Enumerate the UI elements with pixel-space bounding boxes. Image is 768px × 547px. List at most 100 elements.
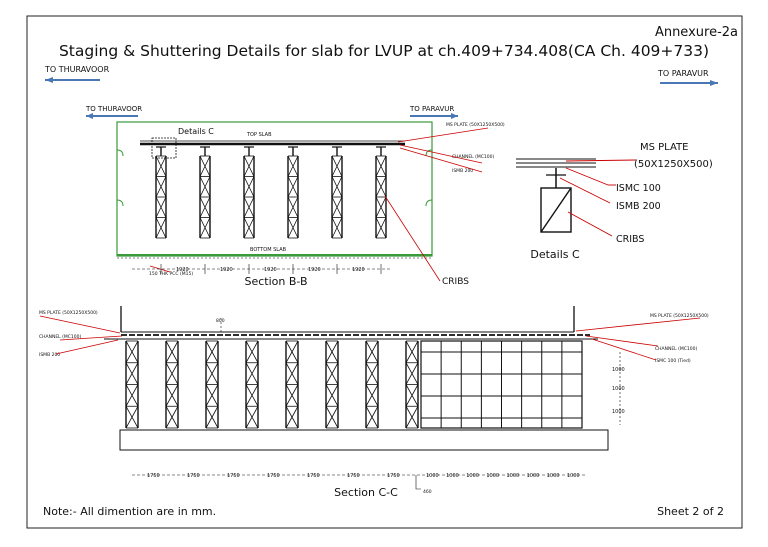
cc-top-dim: 800 [216, 318, 225, 324]
bb-ms-plate-leader [397, 127, 489, 143]
dc-ms-plate-size: (50X1250X500) [634, 159, 713, 170]
dc-ms-plate-leader [565, 159, 637, 162]
bb-cribs-leader [384, 195, 441, 282]
cc-spacing-dim-a: 1750 [187, 473, 200, 479]
cc-spacing-dim-a: 1750 [387, 473, 400, 479]
cc-base-footing [119, 429, 609, 451]
cc-spacing-dim-a: 1750 [267, 473, 280, 479]
details-c-tag: Details C [178, 127, 214, 136]
cc-ismb-left-label: ISMB 200 [39, 352, 60, 358]
bb-crib-2 [199, 155, 211, 239]
cc-cribs-group [125, 340, 419, 429]
bb-crib-6 [375, 155, 387, 239]
box-haunches [116, 149, 433, 207]
cc-grid-scaffold [420, 340, 583, 429]
direction-left-label: TO THURAVOOR [44, 65, 110, 74]
section-cc-title: Section C-C [334, 486, 398, 499]
dc-crib-box [540, 187, 572, 233]
dc-cribs-leader [567, 211, 613, 237]
bb-spacing-dim: 1920 [308, 267, 321, 273]
bb-direction-right-label: TO PARAVUR [409, 105, 454, 113]
bb-spacing-dim: 1920 [264, 267, 277, 273]
details-c-title: Details C [530, 248, 580, 261]
cc-channel-left-leader [59, 335, 123, 341]
bb-spacing-dim: 1920 [220, 267, 233, 273]
bottom-slab-label: BOTTOM SLAB [250, 247, 287, 253]
cc-spacing-dim-b: 1000 [567, 473, 580, 479]
cc-crib-6 [325, 340, 339, 429]
details-c-callout-box [151, 137, 177, 159]
cc-spacing-dim-b: 1000 [527, 473, 540, 479]
cc-ms-plate-right-leader [575, 317, 701, 332]
cc-ms-plate-left-leader [39, 315, 121, 334]
bb-crib-1 [155, 155, 167, 239]
dc-ismc-label: ISMC 100 [616, 183, 661, 194]
cc-channel-left-label: CHANNEL (MC100) [39, 334, 81, 340]
section-bb-title: Section B-B [244, 275, 307, 288]
dc-ismb-label: ISMB 200 [616, 201, 661, 212]
cc-channel-right-leader [585, 335, 659, 347]
bb-channel-label: CHANNEL (MC100) [452, 154, 494, 160]
dc-ismb-leader [559, 177, 611, 204]
pcc-label: 150 THK PCC (M15) [149, 271, 193, 277]
bb-direction-left-arrow-head [86, 113, 93, 119]
bb-ms-plate-label: MS PLATE (50X1250X500) [446, 122, 505, 128]
bb-cribs-label: CRIBS [442, 277, 469, 287]
cc-ismc-right-label: ISMC 100 (Tied) [655, 358, 691, 364]
cc-crib-3 [205, 340, 219, 429]
cc-crib-4 [245, 340, 259, 429]
cc-vdim-3: 1000 [612, 409, 625, 415]
annexure-label: Annexure-2a [655, 25, 738, 40]
cc-crib-7 [365, 340, 379, 429]
cc-end-dim-tick [415, 475, 421, 490]
direction-left-arrow-head [45, 77, 53, 83]
cc-spacing-dim-b: 1000 [426, 473, 439, 479]
cc-vdim-1: 1000 [612, 367, 625, 373]
bb-spacing-dim: 1920 [176, 267, 189, 273]
cc-channel-right-label: CHANNEL (MC100) [655, 346, 697, 352]
cc-ms-plate-left-label: MS PLATE (50X1250X500) [39, 310, 98, 316]
bb-dimension-group: 1920 1920 1920 1920 1920 [160, 264, 382, 274]
cc-spacing-dim-b: 1000 [507, 473, 520, 479]
bb-channel-leader [399, 144, 483, 164]
bb-cribs-group [155, 146, 387, 239]
cc-spacing-dim-b: 1000 [547, 473, 560, 479]
bb-crib-3 [243, 155, 255, 239]
sheet-border [26, 15, 743, 529]
cc-spacing-dim-a: 1750 [227, 473, 240, 479]
cc-crib-1 [125, 340, 139, 429]
bb-crib-4 [287, 155, 299, 239]
cc-spacing-dim-a: 1750 [147, 473, 160, 479]
cc-crib-2 [165, 340, 179, 429]
note-text: Note:- All dimention are in mm. [43, 505, 216, 518]
cc-crib-8 [405, 340, 419, 429]
top-slab-label: TOP SLAB [246, 132, 272, 138]
cc-ismc-right-leader [591, 338, 657, 361]
sheet-title: Staging & Shuttering Details for slab fo… [59, 42, 709, 60]
cc-crib-5 [285, 340, 299, 429]
direction-right-arrow-head [710, 80, 718, 86]
sheet-number: Sheet 2 of 2 [657, 505, 724, 518]
cc-spacing-dim-b: 1000 [466, 473, 479, 479]
cc-vdim-2: 1000 [612, 386, 625, 392]
dc-crib-brace [540, 187, 572, 233]
cc-spacing-dim-a: 1750 [347, 473, 360, 479]
dc-ms-plate-label: MS PLATE [640, 142, 688, 153]
bb-direction-left-label: TO THURAVOOR [85, 105, 142, 113]
dc-ismc-leader [565, 167, 609, 186]
cc-end-dim: 460 [423, 489, 432, 495]
bb-spacing-dim: 1920 [352, 267, 365, 273]
cc-spacing-dim-b: 1000 [446, 473, 459, 479]
cc-ismb-left-leader [55, 339, 119, 355]
bb-direction-right-arrow-head [451, 113, 458, 119]
bb-ismb-leader [399, 147, 483, 173]
details-c: MS PLATE (50X1250X500) ISMC 100 ISMB 200… [516, 142, 713, 261]
section-cc: 800 1000 1000 1000 MS PLATE (50X1250X500… [39, 306, 709, 499]
dc-cribs-label: CRIBS [616, 234, 644, 245]
bb-ismb-label: ISMB 200 [452, 168, 473, 174]
cc-ms-plate-right-label: MS PLATE (50X1250X500) [650, 313, 709, 319]
direction-right-label: TO PARAVUR [657, 69, 709, 78]
